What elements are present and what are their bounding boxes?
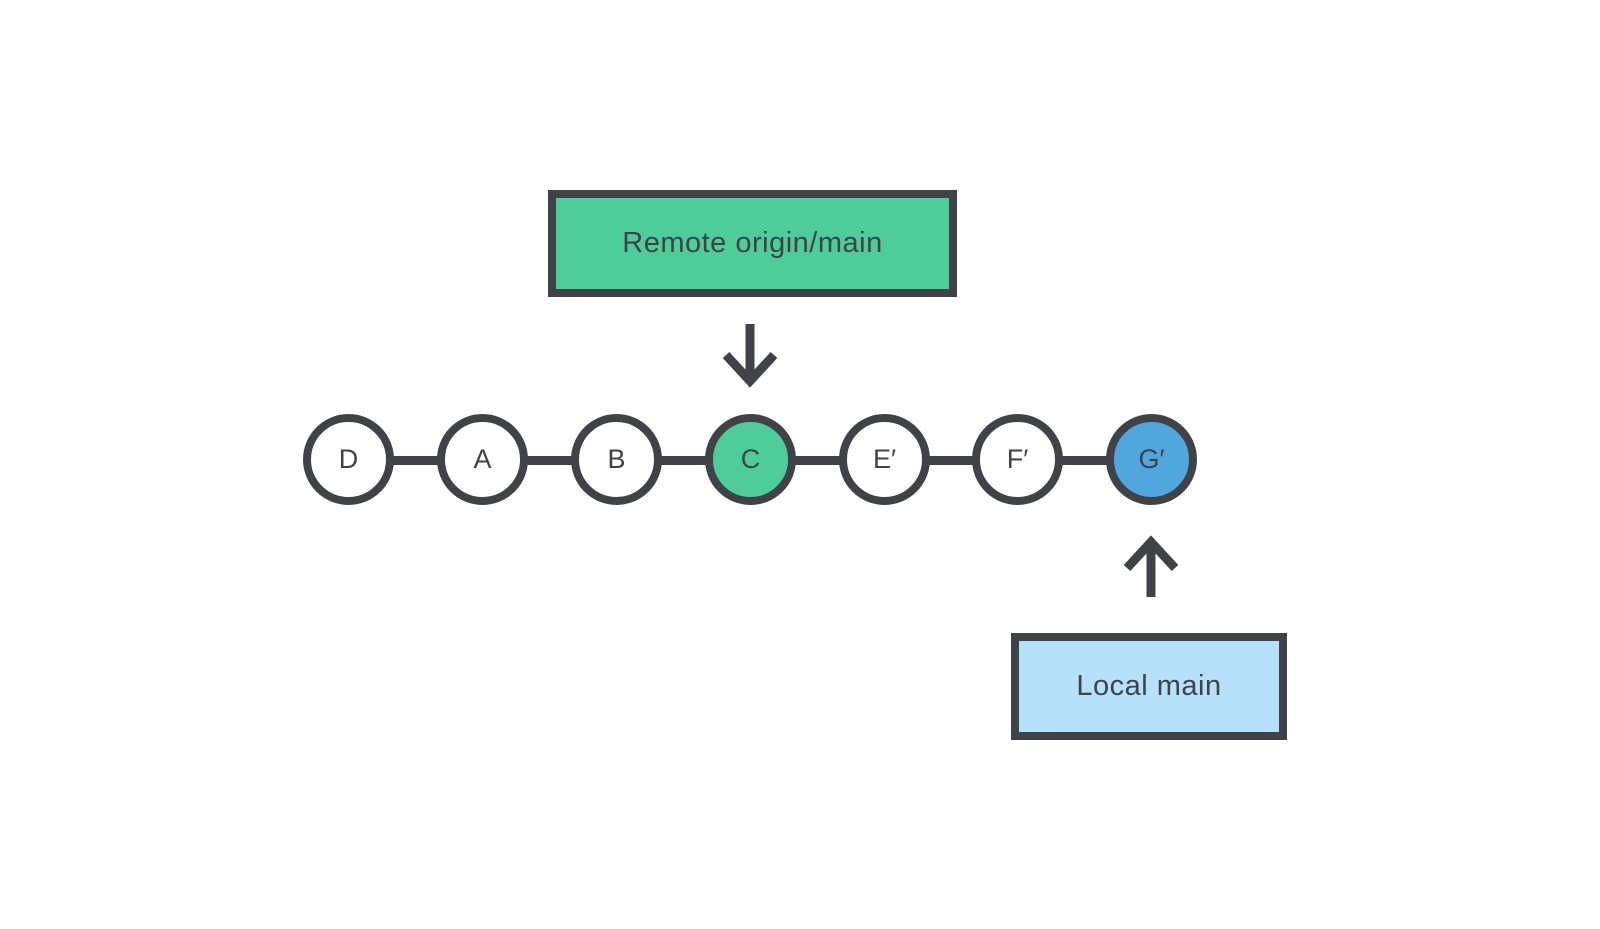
- commit-node-label: E′: [872, 444, 897, 474]
- local-branch-text: Local main: [1076, 670, 1222, 702]
- commit-node-d: D: [303, 414, 394, 505]
- commit-node-label: B: [607, 444, 626, 474]
- commit-node-a: A: [437, 414, 528, 505]
- remote-branch-label: Remote origin/main: [548, 190, 957, 297]
- commit-node-c: C: [705, 414, 796, 505]
- commit-node-g-prime: G′: [1106, 414, 1197, 505]
- local-branch-label: Local main: [1011, 633, 1287, 740]
- down-arrow-icon: [722, 324, 778, 388]
- commit-node-label: C: [740, 444, 761, 474]
- commit-node-b: B: [571, 414, 662, 505]
- commit-node-f-prime: F′: [972, 414, 1063, 505]
- commit-node-label: F′: [1006, 444, 1029, 474]
- commit-node-e-prime: E′: [839, 414, 930, 505]
- commit-node-label: A: [473, 444, 492, 474]
- commit-node-label: G′: [1138, 444, 1165, 474]
- up-arrow-icon: [1123, 535, 1179, 597]
- commit-node-label: D: [338, 444, 359, 474]
- remote-branch-text: Remote origin/main: [622, 227, 883, 259]
